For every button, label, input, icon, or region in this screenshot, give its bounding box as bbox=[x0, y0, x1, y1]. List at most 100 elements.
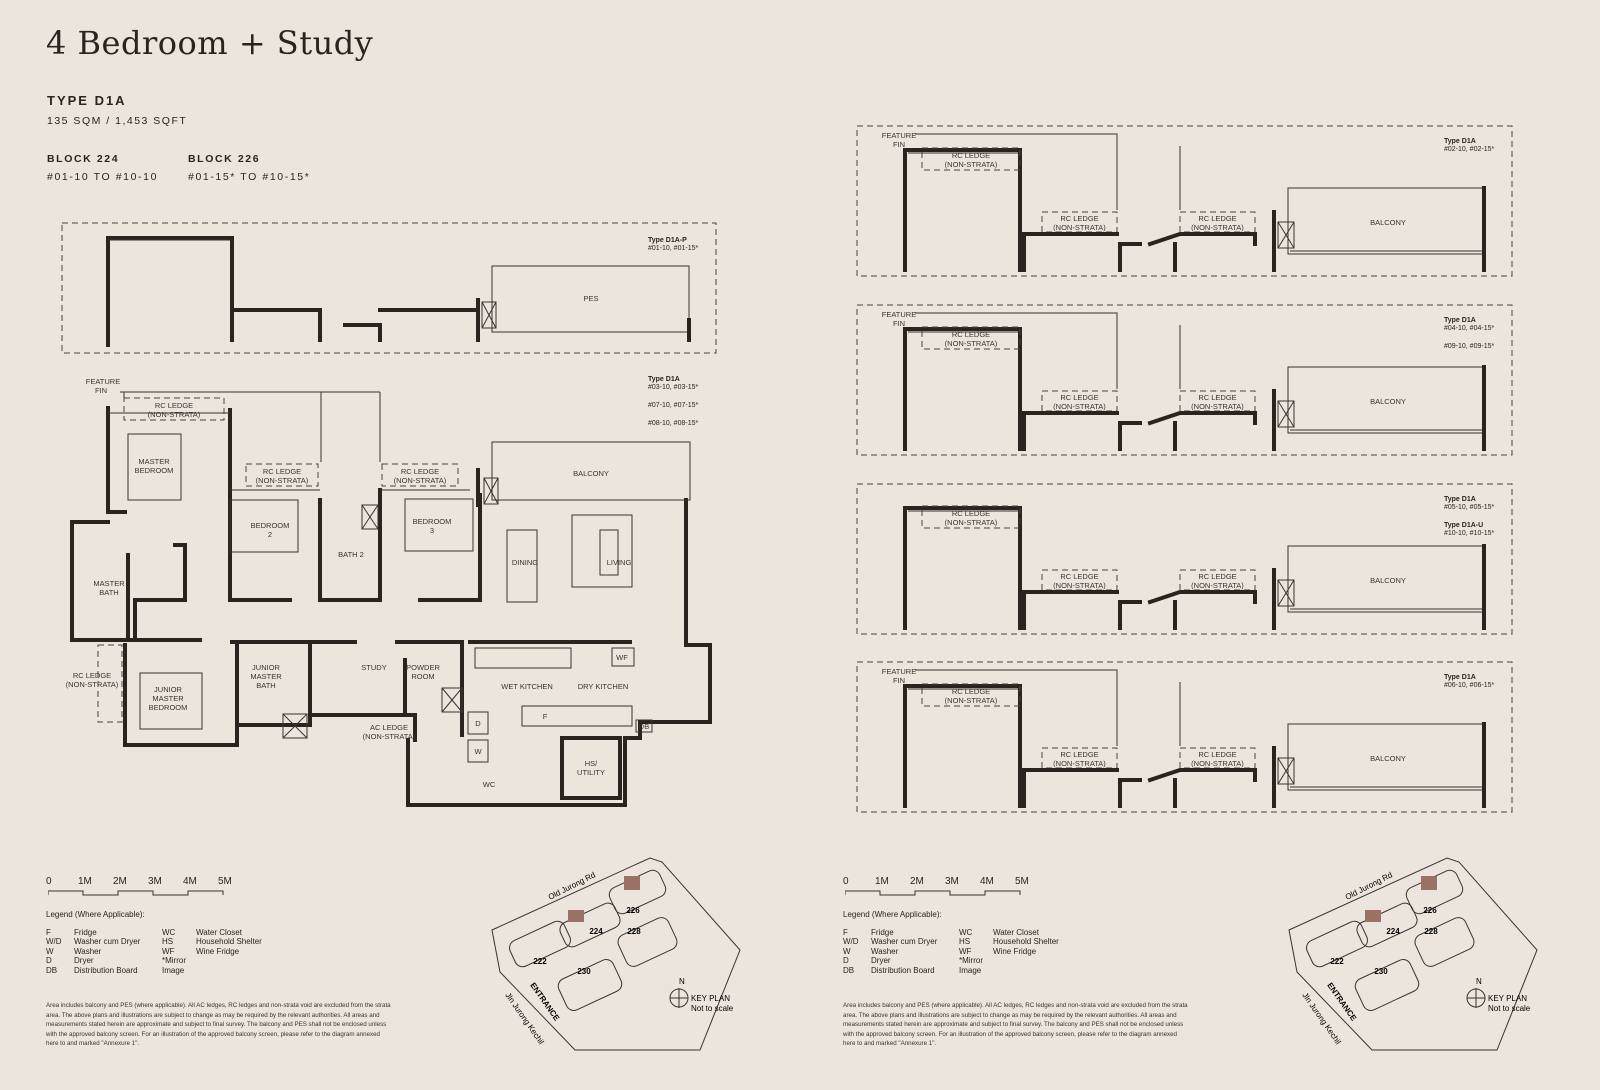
scale-line bbox=[48, 890, 224, 896]
scale-tick-label: 5M bbox=[1015, 876, 1029, 887]
rc-ledge-master bbox=[123, 397, 225, 421]
room-label-wet-kitchen: WET KITCHEN bbox=[501, 682, 553, 691]
pes-area bbox=[491, 265, 690, 333]
highlighted-unit-226 bbox=[624, 876, 640, 890]
legend-item: DB Distribution Board bbox=[843, 966, 959, 976]
shaft-box bbox=[483, 477, 499, 505]
room-label-master-bedroom: MASTER bbox=[138, 457, 170, 466]
room-label-junior-master-bedroom: JUNIOR bbox=[154, 685, 183, 694]
legend-meaning: Water Closet bbox=[196, 927, 242, 937]
scale-tick-label: 0 bbox=[46, 876, 52, 887]
legend-code: D bbox=[843, 956, 849, 965]
entrance-label: ENTRANCE bbox=[528, 981, 561, 1023]
block-224: BLOCK 224 #01-10 TO #10-10 bbox=[47, 153, 158, 183]
legend-code: DB bbox=[843, 965, 855, 975]
balcony-label: BALCONY bbox=[1370, 397, 1406, 406]
scale-tick-label: 1M bbox=[875, 876, 889, 887]
north-label: N bbox=[1476, 977, 1482, 986]
scale-tick-label: 0 bbox=[843, 876, 849, 887]
unit-type: TYPE D1A bbox=[47, 93, 127, 108]
site-boundary bbox=[1288, 857, 1538, 1051]
scale-tick-label: 4M bbox=[183, 876, 197, 887]
room-label-bedroom2: BEDROOM bbox=[251, 521, 290, 530]
wine-fridge bbox=[611, 647, 635, 667]
unit-numbers: #10-10, #10-15* bbox=[1444, 530, 1494, 537]
legend-meaning: Washer bbox=[871, 946, 899, 956]
legend-title: Legend (Where Applicable): bbox=[843, 910, 942, 919]
entrance-label: ENTRANCE bbox=[1325, 981, 1358, 1023]
wall bbox=[1022, 411, 1119, 451]
block-226: BLOCK 226 #01-15* TO #10-15* bbox=[188, 153, 310, 183]
feature-fin-label: FIN bbox=[893, 319, 905, 328]
rc-ledge-label: RC LEDGE bbox=[1060, 750, 1098, 759]
rc-ledge-label: RC LEDGE bbox=[1198, 750, 1236, 759]
feature-fin-label: FIN bbox=[95, 386, 107, 395]
unit-type-label: Type D1A bbox=[1444, 317, 1476, 324]
rc-ledge-label: RC LEDGE bbox=[952, 330, 990, 339]
block-name: BLOCK 224 bbox=[47, 153, 120, 165]
room-label-powder-room: POWDER bbox=[406, 663, 440, 672]
scale-line bbox=[845, 890, 1021, 896]
room-label-db: DB bbox=[639, 722, 649, 731]
db-box bbox=[635, 719, 653, 733]
rc-ledge-left bbox=[97, 644, 123, 723]
room-label-hs-utility: UTILITY bbox=[577, 768, 605, 777]
north-compass-icon bbox=[1466, 988, 1486, 1008]
wall bbox=[1118, 600, 1142, 630]
legend-code: HS bbox=[959, 937, 971, 946]
key-plan-title: KEY PLAN bbox=[691, 994, 730, 1003]
legend-meaning: Dryer bbox=[74, 956, 94, 965]
shaft-x-icon bbox=[1277, 221, 1295, 249]
scale-tick-label: 2M bbox=[113, 876, 127, 887]
non-strata-label: (NON-STRATA) bbox=[945, 160, 998, 169]
wall bbox=[1118, 778, 1142, 808]
legend-meaning: Wine Fridge bbox=[196, 946, 240, 956]
rc-ledge-bed3 bbox=[381, 463, 459, 487]
feature-fin-leader bbox=[915, 312, 1118, 389]
highlighted-unit-224 bbox=[568, 910, 584, 922]
unit-type-label: Type D1A bbox=[1444, 674, 1476, 681]
non-strata-label: (NON-STRATA) bbox=[394, 476, 447, 485]
legend-item: *Mirror Image bbox=[162, 956, 292, 975]
building-b224 bbox=[559, 902, 621, 948]
room-label-bedroom2: 2 bbox=[268, 530, 272, 539]
wall bbox=[318, 488, 382, 602]
balcony-label: BALCONY bbox=[1370, 218, 1406, 227]
wall bbox=[70, 520, 202, 642]
legend-meaning: Distribution Board bbox=[871, 965, 935, 975]
unit-numbers: #09-10, #09-15* bbox=[1444, 343, 1494, 350]
legend-meaning: Household Shelter bbox=[993, 937, 1059, 946]
key-plan-note: Not to scale bbox=[691, 1004, 734, 1013]
legend-code: W bbox=[843, 946, 851, 956]
shaft-cross bbox=[1277, 579, 1295, 607]
rc-ledge-label: RC LEDGE bbox=[952, 509, 990, 518]
unit-numbers: #06-10, #06-15* bbox=[1444, 682, 1494, 689]
shaft-cross bbox=[483, 477, 499, 505]
room-label-master-bedroom: BEDROOM bbox=[135, 466, 174, 475]
shaft-cross bbox=[481, 301, 497, 329]
wall bbox=[406, 498, 712, 807]
legend-item: HS Household Shelter bbox=[959, 937, 1089, 947]
wall bbox=[1118, 242, 1142, 272]
shaft-cross bbox=[1277, 400, 1295, 428]
block-number: 222 bbox=[1330, 957, 1344, 966]
wall bbox=[123, 643, 417, 747]
legend-item: D Dryer bbox=[843, 956, 959, 966]
non-strata-label: (NON-STRATA) bbox=[945, 696, 998, 705]
north-compass-icon bbox=[669, 988, 689, 1008]
legend-meaning: Dryer bbox=[871, 956, 891, 965]
building-b230 bbox=[557, 959, 623, 1011]
legend-item: W Washer bbox=[843, 947, 959, 957]
wall bbox=[343, 323, 382, 342]
shaft-x-icon bbox=[361, 504, 379, 530]
non-strata-label: (NON-STRATA) bbox=[148, 410, 201, 419]
kitchen-counter bbox=[521, 705, 633, 727]
